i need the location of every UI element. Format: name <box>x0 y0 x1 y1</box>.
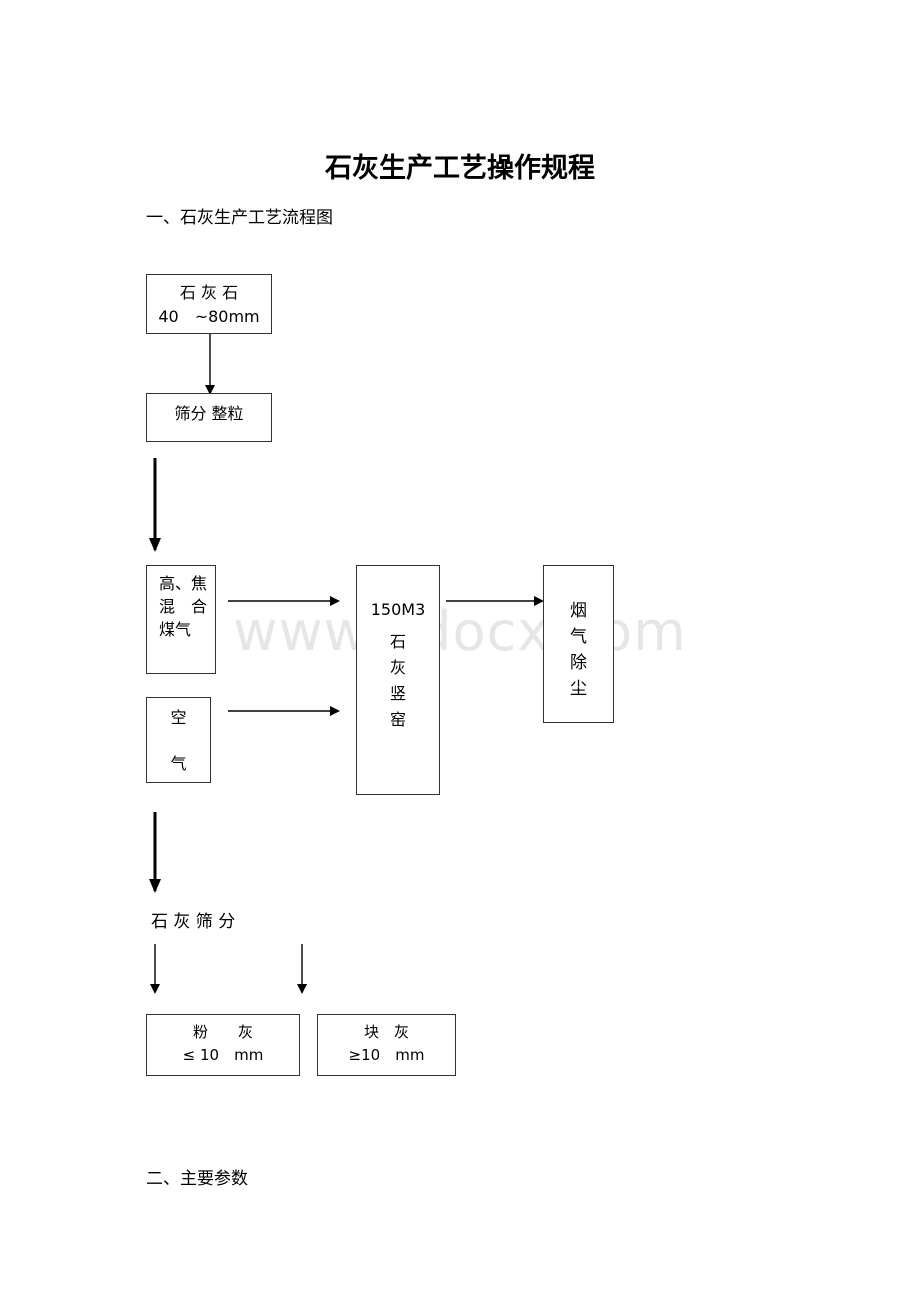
lump-lime-size: ≥10 mm <box>348 1046 425 1064</box>
page-title: 石灰生产工艺操作规程 <box>325 153 595 184</box>
dust-label-4: 尘 <box>570 679 587 699</box>
dust-removal-box: 烟 气 除 尘 <box>543 565 614 723</box>
air-box: 空 气 <box>146 697 211 783</box>
powder-lime-label: 粉 灰 <box>192 1023 253 1041</box>
dust-label-3: 除 <box>570 653 587 673</box>
kiln-box: 150M3 石 灰 竖 窑 <box>356 565 440 795</box>
kiln-label-3: 竖 <box>389 684 406 703</box>
powder-lime-size: ≤ 10 mm <box>182 1046 264 1064</box>
gas-label-line2: 混 合 <box>159 597 208 616</box>
gas-label-line1: 高、焦 <box>159 574 208 593</box>
dust-label-2: 气 <box>570 627 587 647</box>
kiln-label-1: 石 <box>389 632 406 651</box>
section-heading-flowchart: 一、石灰生产工艺流程图 <box>146 208 333 228</box>
section-heading-parameters: 二、主要参数 <box>146 1169 248 1189</box>
limestone-label: 石 灰 石 <box>179 283 239 302</box>
lump-lime-label: 块 灰 <box>363 1023 409 1041</box>
limestone-box: 石 灰 石 40 ~80mm <box>146 274 272 334</box>
air-label-line1: 空 <box>170 708 187 727</box>
dust-label-1: 烟 <box>570 601 587 621</box>
kiln-label-2: 灰 <box>389 658 406 677</box>
limestone-size: 40 ~80mm <box>158 307 260 326</box>
kiln-volume: 150M3 <box>370 600 426 619</box>
gas-label-line3: 煤气 <box>159 620 192 639</box>
lime-screening-label: 石 灰 筛 分 <box>151 912 236 932</box>
kiln-label-4: 窑 <box>389 710 406 729</box>
air-label-line2: 气 <box>170 754 187 773</box>
powder-lime-box: 粉 灰 ≤ 10 mm <box>146 1014 300 1076</box>
gas-box: 高、焦 混 合 煤气 <box>146 565 216 674</box>
lump-lime-box: 块 灰 ≥10 mm <box>317 1014 456 1076</box>
screening-label: 筛分 整粒 <box>174 404 244 423</box>
screening-box: 筛分 整粒 <box>146 393 272 442</box>
